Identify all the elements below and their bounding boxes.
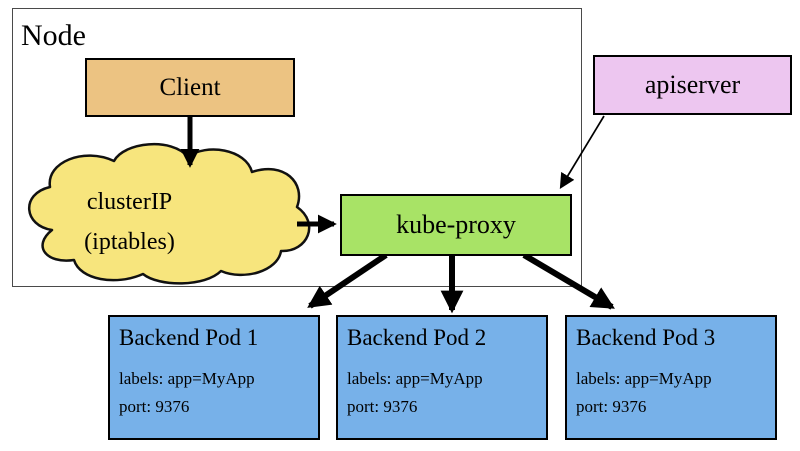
clusterip-cloud-text: clusterIP (iptables)	[32, 182, 227, 262]
apiserver-box: apiserver	[593, 55, 792, 115]
pod-port: port: 9376	[347, 397, 418, 416]
pod-port: port: 9376	[576, 397, 647, 416]
kube-proxy-label: kube-proxy	[396, 210, 516, 239]
iptables-label: (iptables)	[84, 229, 175, 255]
kubeproxy-to-pod1-arrow	[307, 252, 388, 309]
pod-title: Backend Pod 3	[576, 325, 716, 350]
client-box: Client	[85, 58, 295, 117]
pod-title: Backend Pod 1	[119, 325, 259, 350]
backend-pod-3-box: Backend Pod 3 labels: app=MyApp port: 93…	[565, 315, 777, 440]
node-label: Node	[21, 19, 86, 52]
apiserver-to-kubeproxy-arrow	[559, 115, 605, 189]
kube-proxy-box: kube-proxy	[340, 194, 572, 256]
pod-title: Backend Pod 2	[347, 325, 487, 350]
pod-labels: labels: app=MyApp	[347, 369, 483, 388]
clusterip-label: clusterIP	[86, 189, 173, 215]
kubeproxy-to-pod3-arrow	[522, 252, 615, 310]
clusterip-cloud	[28, 143, 311, 285]
apiserver-label: apiserver	[644, 70, 741, 99]
pod-labels: labels: app=MyApp	[576, 369, 712, 388]
pod-labels: labels: app=MyApp	[119, 369, 255, 388]
backend-pod-2-box: Backend Pod 2 labels: app=MyApp port: 93…	[336, 315, 548, 440]
backend-pod-1-box: Backend Pod 1 labels: app=MyApp port: 93…	[108, 315, 320, 440]
client-label: Client	[159, 73, 221, 101]
pod-port: port: 9376	[119, 397, 190, 416]
